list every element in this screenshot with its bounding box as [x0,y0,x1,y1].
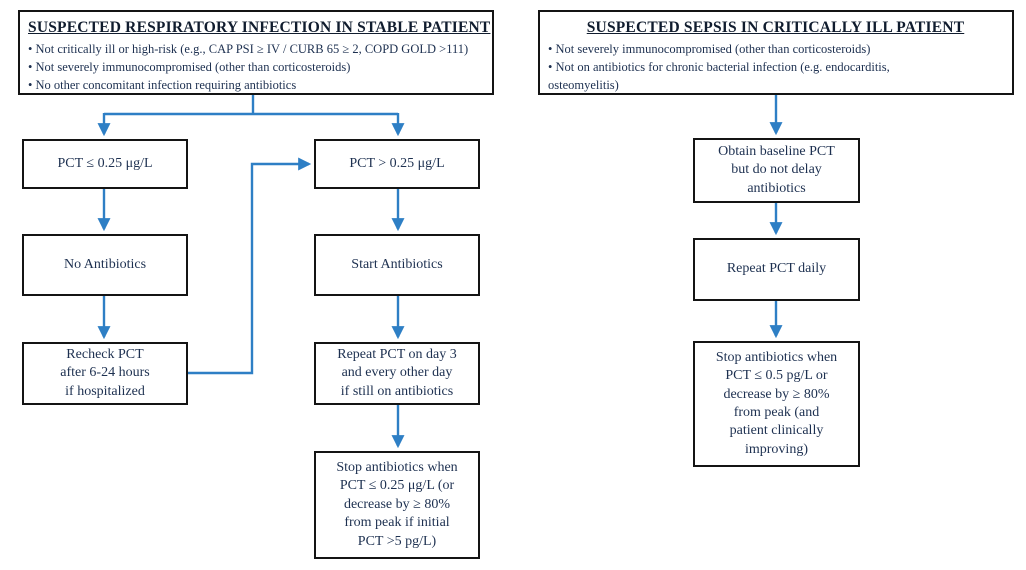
node-recheck-pct: Recheck PCT after 6-24 hours if hospital… [22,342,188,405]
node-stop-antibiotics-right: Stop antibiotics when PCT ≤ 0.5 pg/L or … [693,341,860,467]
node-pct-low: PCT ≤ 0.25 μg/L [22,139,188,189]
sepsis-header-box: SUSPECTED SEPSIS IN CRITICALLY ILL PATIE… [538,10,1014,95]
respiratory-criterion-2: • Not severely immunocompromised (other … [28,59,351,74]
respiratory-criterion-3: • No other concomitant infection requiri… [28,77,297,92]
sepsis-criterion-2: • Not on antibiotics for chronic bacteri… [548,59,890,92]
respiratory-header-box: SUSPECTED RESPIRATORY INFECTION IN STABL… [18,10,494,95]
sepsis-title: SUSPECTED SEPSIS IN CRITICALLY ILL PATIE… [586,19,965,36]
node-repeat-pct-day3: Repeat PCT on day 3 and every other day … [314,342,480,405]
respiratory-title: SUSPECTED RESPIRATORY INFECTION IN STABL… [28,19,491,36]
node-repeat-pct-daily: Repeat PCT daily [693,238,860,301]
node-stop-antibiotics-left: Stop antibiotics when PCT ≤ 0.25 μg/L (o… [314,451,480,559]
node-obtain-baseline-pct: Obtain baseline PCT but do not delay ant… [693,138,860,203]
sepsis-criterion-1: • Not severely immunocompromised (other … [548,42,871,56]
node-start-antibiotics: Start Antibiotics [314,234,480,296]
node-pct-high: PCT > 0.25 μg/L [314,139,480,189]
node-no-antibiotics: No Antibiotics [22,234,188,296]
connector-recheck-to-pct-high [188,157,312,375]
respiratory-criterion-1: • Not critically ill or high-risk (e.g.,… [28,42,469,56]
